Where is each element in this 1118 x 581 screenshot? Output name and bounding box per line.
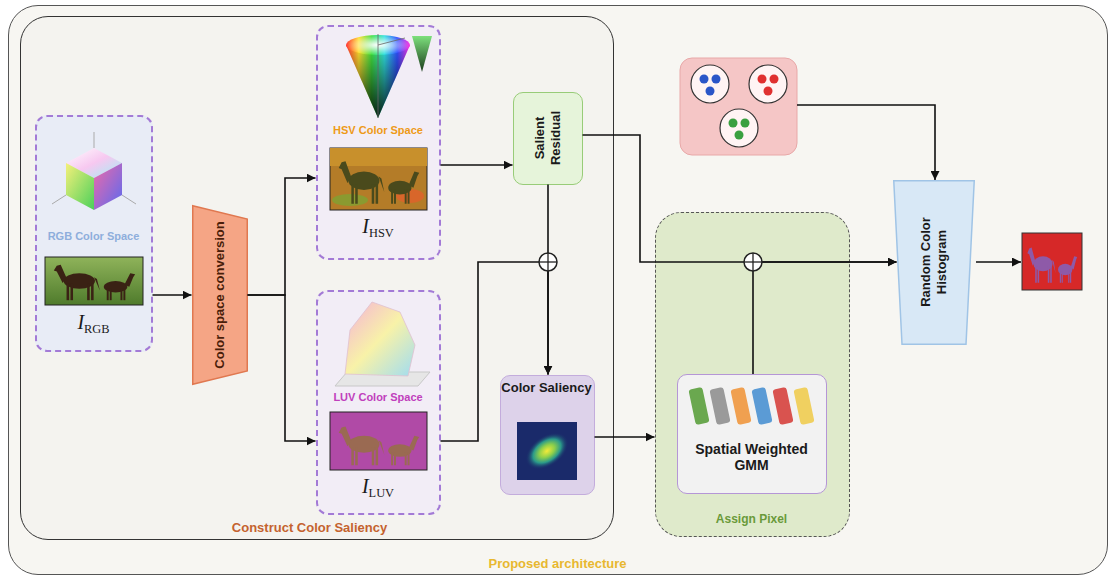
shape-fill	[893, 180, 974, 344]
text-slot: Assign Pixel	[656, 512, 847, 526]
subscript: LUV	[369, 486, 394, 500]
color-space-box: RGB Color SpaceIRGB	[35, 115, 153, 352]
color-space-box: HSV Color SpaceIHSV	[316, 25, 441, 260]
color-space-box: LUV Color SpaceILUV	[316, 290, 441, 515]
text-slot: Color Saliency	[501, 380, 592, 396]
image-symbol: ILUV	[318, 474, 439, 498]
text-slot: Spatial Weighted GMM	[679, 441, 825, 475]
block-label: Spatial Weighted GMM	[679, 441, 825, 475]
subscript: HSV	[369, 226, 394, 240]
shape-fill	[192, 205, 247, 384]
space-label: RGB Color Space	[37, 230, 151, 243]
process-box: Spatial Weighted GMM	[677, 374, 827, 494]
subscript: RGB	[84, 322, 109, 336]
frame-title: Construct Color Saliency	[200, 520, 420, 536]
math-italic: I	[362, 215, 369, 237]
block-label: Random Color Histogram	[918, 187, 949, 337]
stage-frame: Construct Color SaliencyRGB Color SpaceI…	[20, 16, 614, 540]
trapezoid-block: Random Color Histogram	[893, 180, 975, 345]
text-slot: IRGB	[37, 310, 151, 334]
math-italic: I	[77, 311, 84, 333]
math-italic: I	[362, 475, 369, 497]
space-label: LUV Color Space	[318, 391, 439, 404]
image-symbol: IRGB	[37, 310, 151, 334]
text-slot: Proposed architecture	[428, 556, 688, 572]
process-box: Color Saliency	[500, 375, 595, 495]
text-slot: HSV Color Space	[318, 124, 439, 137]
trapezoid-block: Color space conversion	[192, 205, 248, 385]
frame-title: Assign Pixel	[656, 512, 847, 526]
text-slot: ILUV	[318, 474, 439, 498]
text-slot: Random Color Histogram	[918, 187, 949, 337]
space-label: HSV Color Space	[318, 124, 439, 137]
frame-title: Proposed architecture	[428, 556, 688, 572]
text-slot: Color space conversion	[212, 215, 228, 375]
process-box: Salient Residual	[513, 92, 583, 185]
text-slot: LUV Color Space	[318, 391, 439, 404]
block-label: Color Saliency	[501, 380, 592, 396]
stage-frame: Assign Pixel Spatial Weighted GMM	[655, 212, 850, 537]
text-slot: RGB Color Space	[37, 230, 151, 243]
architecture-frame: Proposed architecture Construct Color Sal…	[8, 5, 1108, 575]
text-slot: Construct Color Saliency	[200, 520, 420, 536]
image-symbol: IHSV	[318, 214, 439, 238]
text-slot: Salient Residual	[532, 98, 563, 178]
block-label: Color space conversion	[212, 215, 228, 375]
text-slot: IHSV	[318, 214, 439, 238]
block-label: Salient Residual	[532, 98, 563, 178]
